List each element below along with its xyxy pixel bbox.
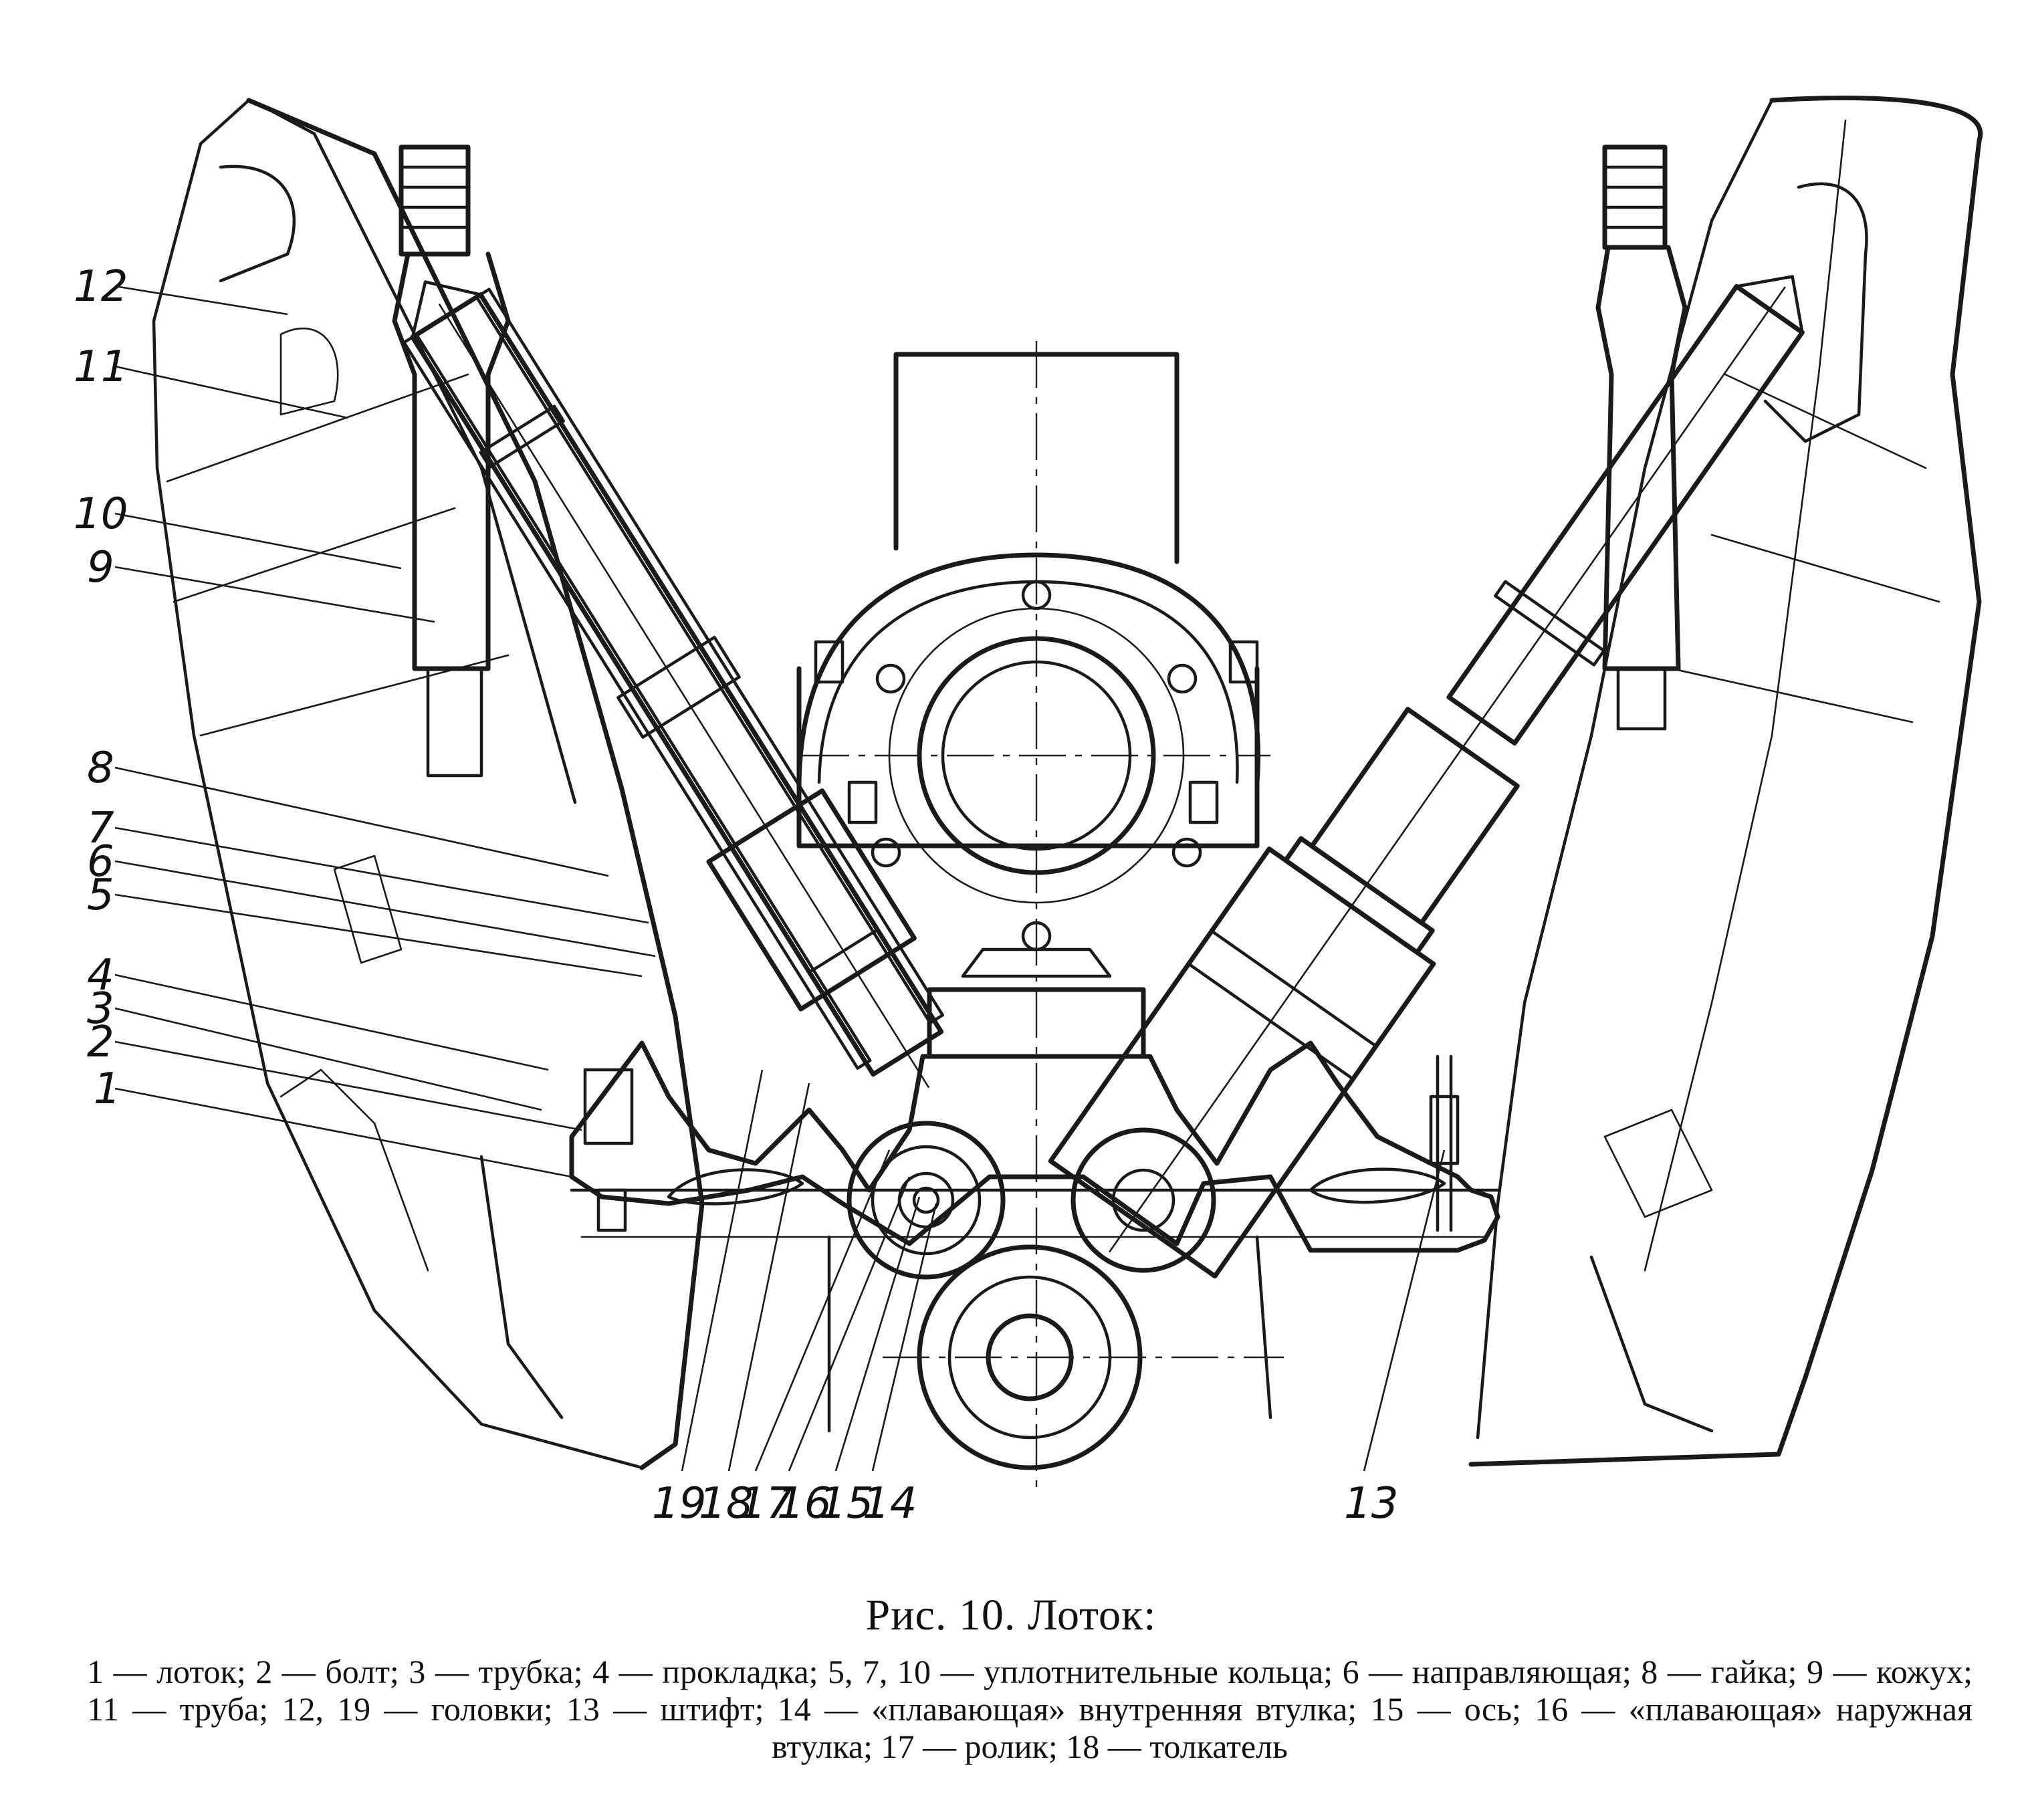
leader-19 (681, 1069, 764, 1472)
callout-8: 8 (87, 744, 114, 793)
leader-12 (114, 285, 288, 316)
figure-caption: 1 — лоток; 2 — болт; 3 — трубка; 4 — про… (87, 1653, 1973, 1765)
leader-3 (114, 1007, 542, 1111)
callout-4: 4 (87, 951, 114, 1000)
callout-3: 3 (87, 984, 114, 1034)
callout-5: 5 (87, 871, 114, 920)
callout-18: 18 (699, 1479, 753, 1528)
callout-17: 17 (739, 1479, 794, 1528)
callout-10: 10 (74, 489, 128, 539)
leader-9 (114, 566, 435, 623)
leader-16 (788, 1176, 911, 1472)
right-casing (1468, 96, 1983, 1467)
right-tool (1048, 275, 1805, 1279)
leader-5 (114, 893, 643, 978)
callout-6: 6 (87, 837, 114, 887)
callout-14: 14 (863, 1479, 917, 1528)
left-tube-assembly (403, 280, 945, 1089)
bearing-assembly (796, 552, 1270, 978)
lower-mechanism (827, 1121, 1284, 1470)
figure-title: Рис. 10. Лоток: (865, 1591, 1157, 1639)
callout-15: 15 (819, 1479, 873, 1528)
leader-6 (114, 860, 656, 957)
leader-2 (114, 1040, 582, 1131)
callout-19: 19 (652, 1479, 706, 1528)
leader-14 (871, 1203, 937, 1472)
leader-11 (114, 365, 348, 419)
callout-11: 11 (74, 342, 128, 392)
callout-2: 2 (87, 1018, 114, 1067)
right-vertical-part (1595, 144, 1688, 731)
leader-7 (114, 826, 649, 924)
leader-18 (727, 1083, 810, 1472)
leader-8 (114, 766, 609, 877)
tray-body (569, 987, 1500, 1253)
leader-15 (834, 1196, 921, 1472)
leader-17 (754, 1149, 891, 1472)
callout-9: 9 (87, 543, 114, 592)
leader-lines (114, 285, 1446, 1472)
leader-1 (114, 1087, 572, 1178)
callout-labels: 12 11 10 9 8 7 6 5 4 3 2 1 19 18 17 16 1… (74, 262, 1398, 1528)
callout-1: 1 (94, 1064, 121, 1114)
top-housing (893, 341, 1180, 1491)
callout-7: 7 (87, 804, 114, 853)
left-vertical-part (392, 144, 511, 778)
callout-16: 16 (777, 1479, 831, 1528)
callout-12: 12 (74, 262, 128, 312)
leader-4 (114, 974, 549, 1071)
callout-13: 13 (1344, 1479, 1398, 1528)
leader-13 (1363, 1149, 1446, 1472)
leader-10 (114, 512, 402, 570)
